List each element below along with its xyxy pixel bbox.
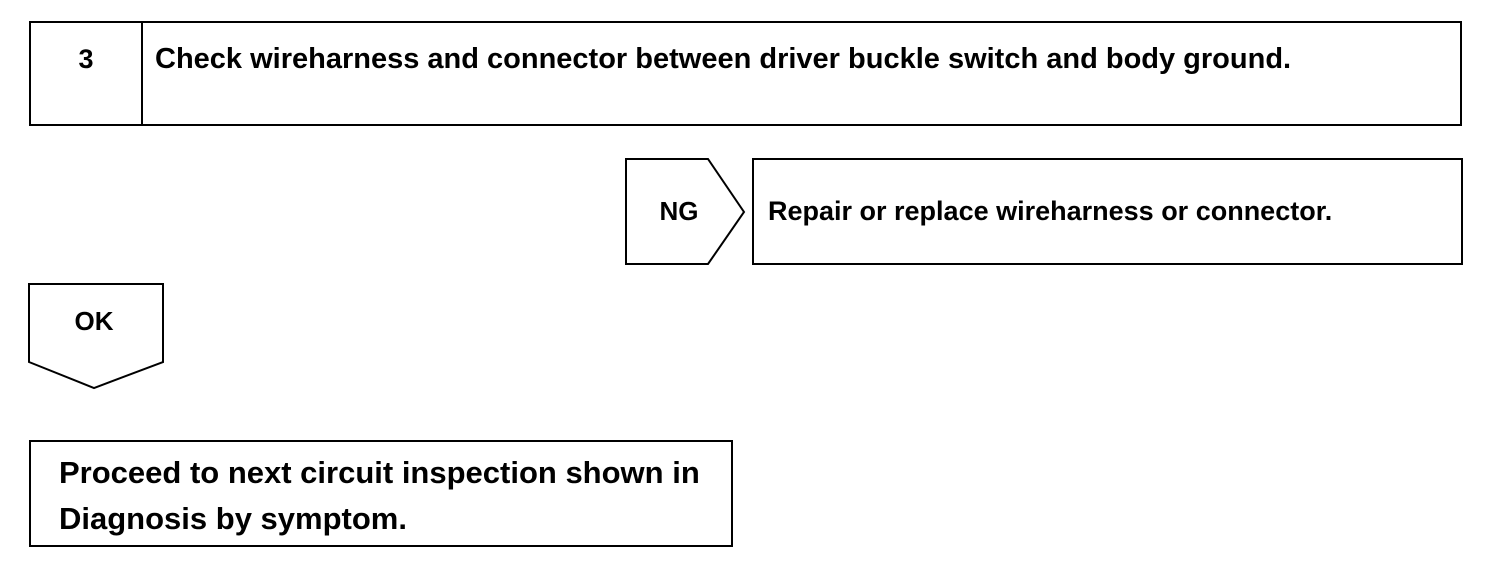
ok-arrow-shape bbox=[28, 283, 164, 390]
next-action-box: Proceed to next circuit inspection shown… bbox=[29, 440, 733, 547]
inspection-step-box: 3 Check wireharness and connector betwee… bbox=[29, 21, 1462, 126]
ng-result-text: Repair or replace wireharness or connect… bbox=[768, 196, 1333, 226]
next-action-text: Proceed to next circuit inspection shown… bbox=[59, 455, 700, 536]
ng-arrow-shape bbox=[625, 158, 746, 265]
step-title: Check wireharness and connector between … bbox=[155, 43, 1292, 75]
ng-branch-label: NG bbox=[659, 196, 699, 226]
ok-branch-label: OK bbox=[74, 306, 114, 336]
step-number: 3 bbox=[31, 23, 143, 124]
ng-result-box: Repair or replace wireharness or connect… bbox=[752, 158, 1463, 265]
